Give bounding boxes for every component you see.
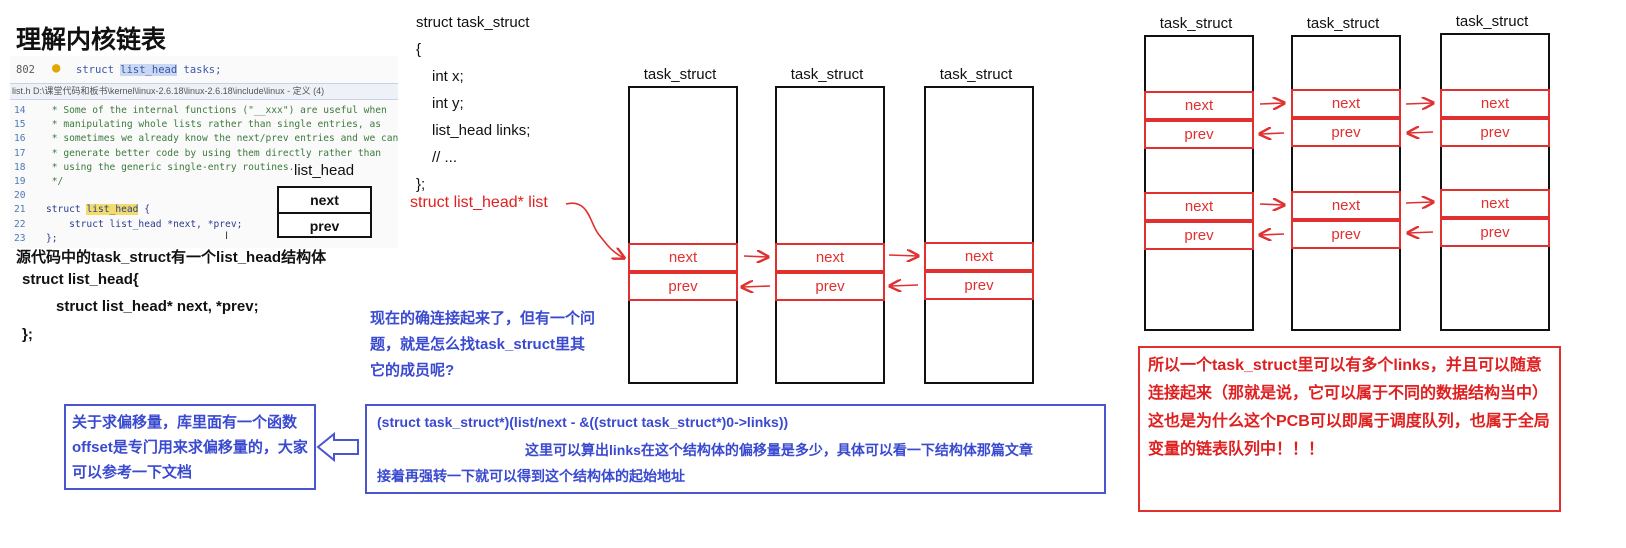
struct-def-line: struct list_head{ [22, 271, 139, 288]
next-field: next [924, 242, 1034, 271]
code-line: 23}; [14, 232, 58, 244]
code-line: 14 * Some of the internal functions ("__… [14, 105, 387, 116]
task-struct-label: task_struct [1455, 13, 1529, 30]
task-struct-code-line: { [416, 41, 422, 58]
list-head-prev: prev [279, 212, 370, 238]
prev-field: prev [628, 272, 738, 301]
task-struct-code-line: // ... [432, 149, 458, 166]
code-panel: 802 ● struct list_head tasks; list.h D:\… [10, 56, 398, 248]
struct-def-line: struct list_head* next, *prev; [56, 298, 259, 315]
prev-field: prev [775, 272, 885, 301]
lightbulb-icon[interactable]: ● [52, 60, 61, 76]
code-line: 15 * manipulating whole lists rather tha… [14, 119, 382, 131]
prev-field: prev [1144, 120, 1254, 149]
task-struct-code-line: struct task_struct [416, 14, 530, 31]
prev-arrow [1260, 234, 1285, 235]
conclusion-paragraph-2: 这也是为什么这个PCB可以即属于调度队列，也属于全局变量的链表队列中！！！ [1148, 413, 1550, 458]
prev-field: prev [1291, 220, 1401, 249]
task-struct-label: task_struct [1159, 15, 1233, 32]
next-arrow [1259, 204, 1284, 205]
next-field: next [1291, 89, 1401, 118]
code-line: 18 * using the generic single-entry rout… [14, 161, 295, 173]
code-line: 17 * generate better code by using them … [14, 147, 382, 159]
task-struct-box [775, 86, 885, 384]
code-line: 20 [14, 190, 26, 202]
offset-note-box: 关于求偏移量，库里面有一个函数offset是专门用来求偏移量的，大家可以参考一下… [64, 404, 316, 490]
question-text: 现在的确连接起来了，但有一个问题，就是怎么找task_struct里其它的成员呢… [370, 310, 596, 379]
formula-conclusion: 接着再强转一下就可以得到这个结构体的起始地址 [377, 468, 685, 484]
task-struct-code-line: }; [416, 176, 426, 193]
task-struct-box [924, 86, 1034, 384]
code-lines: 14 * Some of the internal functions ("__… [10, 104, 398, 246]
file-path-bar[interactable]: list.h D:\课堂代码和板书\kernel\linux-2.6.18\li… [10, 83, 398, 100]
task-struct-label: task_struct [643, 66, 717, 83]
page-title: 理解内核链表 [16, 26, 167, 54]
prev-field: prev [1144, 221, 1254, 250]
next-arrow [1259, 103, 1284, 104]
next-field: next [1291, 191, 1401, 220]
formula-explanation: 这里可以算出links在这个结构体的偏移量是多少，具体可以看一下结构体那篇文章 [525, 442, 1033, 458]
next-arrow [1405, 202, 1433, 203]
next-field: next [1440, 189, 1550, 218]
task-struct-code-line: list_head links; [432, 122, 531, 139]
task-struct-code-line: int x; [432, 68, 464, 85]
task-struct-label: task_struct [790, 66, 864, 83]
code-peek-header: 802 ● struct list_head tasks; [10, 56, 398, 82]
conclusion-paragraph-1: 所以一个task_struct里可以有多个links，并且可以随意连接起来（那就… [1148, 357, 1549, 402]
prev-arrow [742, 286, 771, 287]
code-line: 16 * sometimes we already know the next/… [14, 133, 398, 145]
source-description: 源代码中的task_struct有一个list_head结构体 [16, 249, 327, 266]
code-line: 22 struct list_head *next, *prev; [14, 218, 243, 230]
next-field: next [775, 243, 885, 272]
next-arrow [1405, 103, 1433, 104]
next-arrow [888, 255, 918, 256]
next-arrow [743, 256, 768, 257]
struct-def-line: }; [22, 326, 33, 343]
task-struct-label: task_struct [1306, 15, 1380, 32]
task-struct-box [1440, 33, 1550, 331]
conclusion-box: 所以一个task_struct里可以有多个links，并且可以随意连接起来（那就… [1138, 346, 1561, 512]
prev-arrow [1260, 133, 1285, 134]
list-head-next: next [310, 192, 339, 208]
next-field: next [1440, 89, 1550, 118]
line-number: 802 [16, 64, 35, 76]
list-head-box: next prev [277, 186, 372, 238]
next-field: next [1144, 91, 1254, 120]
list-pointer-label: struct list_head* list [410, 194, 548, 211]
prev-arrow [1408, 132, 1434, 133]
task-struct-box [1144, 35, 1254, 331]
task-struct-code-line: int y; [432, 95, 464, 112]
code-line: 19 */ [14, 175, 64, 187]
prev-field: prev [924, 271, 1034, 300]
offset-formula: (struct task_struct*)(list/next - &((str… [377, 414, 789, 430]
prev-field: prev [1440, 218, 1550, 247]
formula-box: (struct task_struct*)(list/next - &((str… [365, 404, 1106, 494]
pointer-arrow [565, 202, 624, 258]
prev-arrow [890, 285, 919, 286]
list-head-label: list_head [294, 162, 355, 179]
prev-field: prev [1291, 118, 1401, 147]
next-field: next [628, 243, 738, 272]
prev-field: prev [1440, 118, 1550, 147]
task-struct-box [1291, 35, 1401, 331]
next-field: next [1144, 192, 1254, 221]
task-struct-label: task_struct [939, 66, 1013, 83]
prev-arrow [1408, 232, 1434, 233]
text-cursor-icon: I [225, 230, 229, 242]
task-struct-box [628, 86, 738, 384]
left-arrow-icon [316, 431, 359, 463]
code-peek-line: struct list_head tasks; [76, 64, 222, 76]
